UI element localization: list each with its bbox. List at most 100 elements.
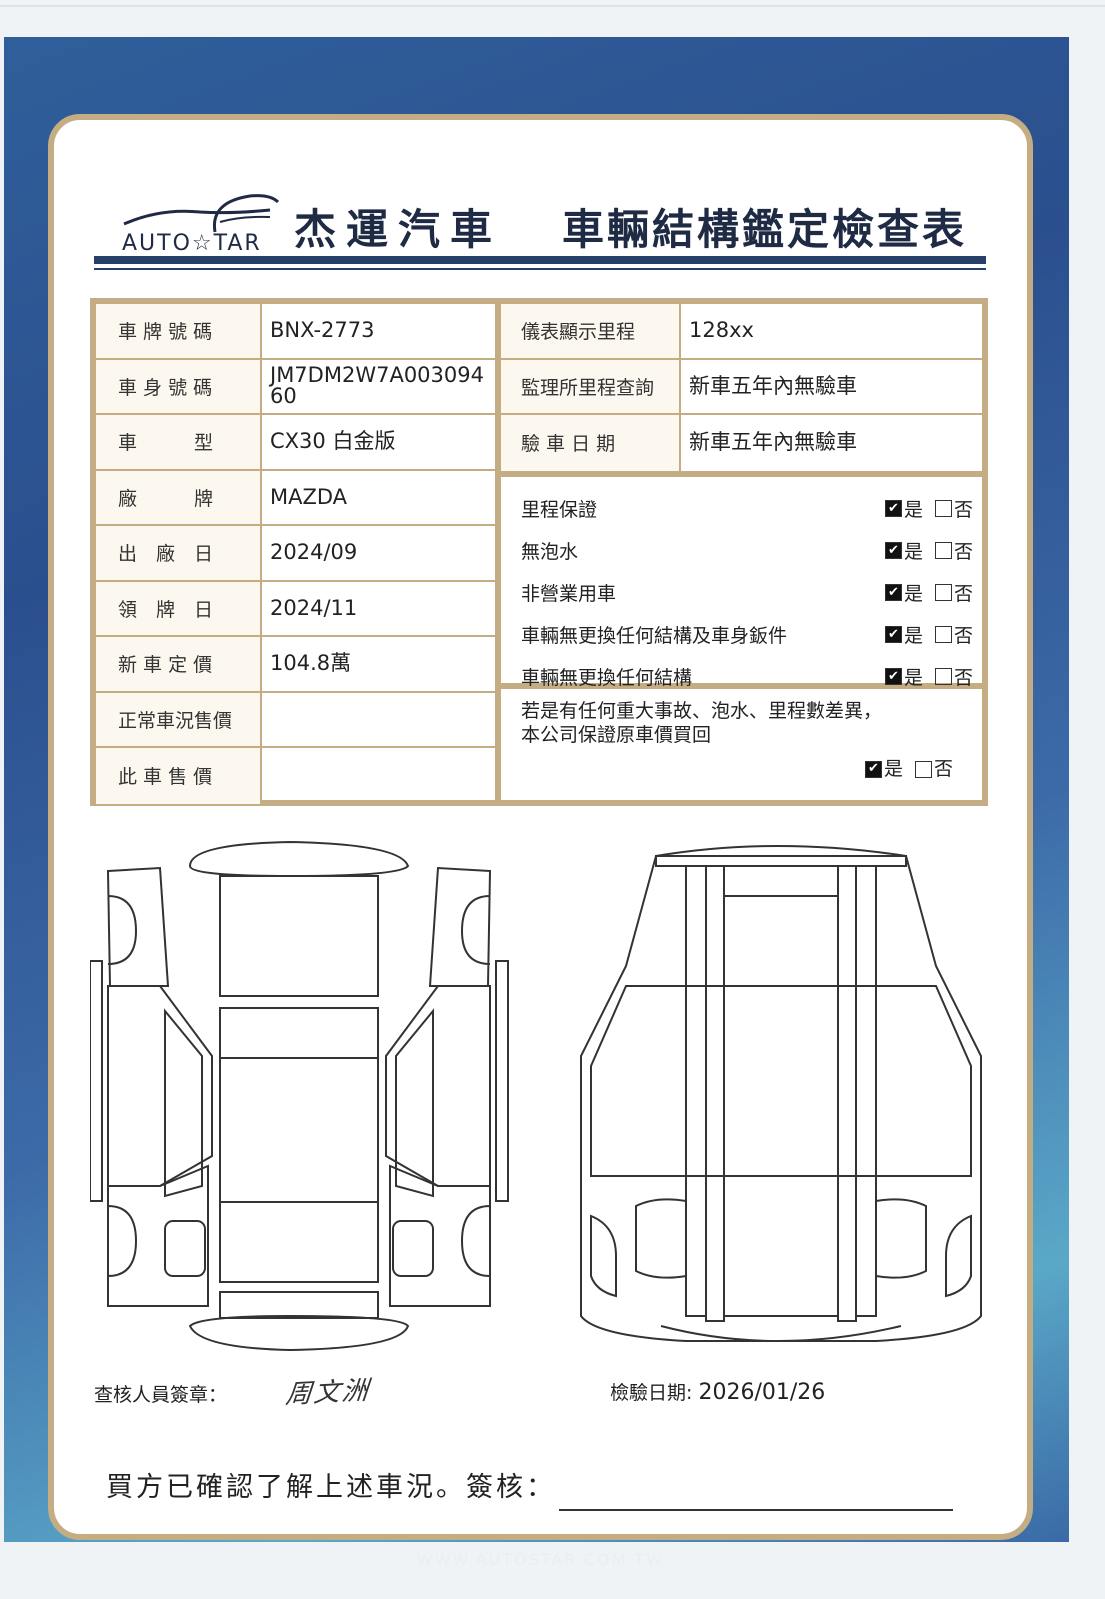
page-title: 車輛結構鑑定檢查表	[562, 205, 968, 254]
yes-label: 是	[904, 624, 924, 647]
header-rule	[94, 256, 986, 264]
table-row: 正常車況售價	[96, 692, 495, 748]
brand-name: 杰運汽車	[294, 205, 503, 254]
table-row: 車 型 CX30 白金版	[96, 415, 495, 471]
inspector-signature-label: 查核人員簽章：	[94, 1384, 228, 1406]
table-row: 新 車 定 價 104.8萬	[96, 637, 495, 693]
field-label: 領 牌 日	[96, 581, 262, 635]
table-row: 領 牌 日 2024/11	[96, 581, 495, 637]
field-label: 新 車 定 價	[96, 637, 262, 691]
car-frame-diagram	[580, 845, 982, 1342]
inspection-date-value: 2026/01/26	[698, 1380, 826, 1405]
table-row: 此 車 售 價	[96, 748, 495, 804]
checklist-label: 里程保證	[521, 498, 598, 521]
notice-yes-no: ✔是 否	[865, 757, 953, 781]
checklist-label: 車輛無更換任何結構及車身鈑件	[521, 624, 788, 647]
inspector-signature: 周文洲	[284, 1375, 372, 1411]
checklist: 里程保證✔是否無泡水✔是否非營業用車✔是否車輛無更換任何結構及車身鈑件✔是否車輛…	[501, 471, 982, 689]
buyback-notice: 若是有任何重大事故、泡水、里程數差異， 本公司保證原車價買回 ✔是 否	[501, 689, 982, 800]
no-checkbox[interactable]	[915, 760, 933, 778]
no-label: 否	[954, 498, 974, 521]
field-label: 廠 牌	[96, 470, 262, 524]
field-value: 新車五年內無驗車	[689, 373, 857, 398]
field-label: 車 身 號 碼	[96, 359, 262, 413]
yes-checkbox[interactable]: ✔	[885, 541, 902, 559]
inspection-date: 檢驗日期: 2026/01/26	[610, 1378, 825, 1405]
header-rule-thin	[94, 268, 986, 270]
footer-url[interactable]: WWW.AUTOSTAR.COM.TW	[416, 1550, 665, 1569]
checklist-item: 非營業用車 ✔是否	[521, 571, 982, 613]
checklist-label: 車輛無更換任何結構	[521, 666, 693, 689]
field-label: 監理所里程查詢	[501, 359, 681, 413]
yes-checkbox[interactable]: ✔	[885, 667, 902, 685]
no-checkbox[interactable]	[935, 667, 953, 685]
yes-checkbox[interactable]: ✔	[885, 625, 902, 643]
field-label: 車 型	[96, 415, 262, 469]
top-divider	[0, 5, 1105, 7]
yes-no-options: ✔是 否	[885, 663, 973, 690]
no-checkbox[interactable]	[935, 583, 953, 601]
table-row: 出 廠 日 2024/09	[96, 526, 495, 582]
checklist-item: 里程保證 ✔是 否	[521, 487, 982, 529]
yes-label: 是	[904, 498, 924, 521]
column-divider	[495, 304, 501, 800]
field-value: 2024/09	[270, 540, 358, 565]
no-label: 否	[954, 666, 974, 689]
no-label: 否	[954, 582, 974, 605]
checklist-label: 非營業用車	[521, 582, 617, 605]
no-label: 否	[954, 624, 974, 647]
car-body-exploded-diagram	[90, 840, 509, 1352]
yes-no-options: ✔是 否	[885, 621, 973, 648]
autostar-logo: AUTO☆TAR	[122, 194, 280, 252]
yes-checkbox[interactable]: ✔	[865, 760, 882, 778]
notice-line-1: 若是有任何重大事故、泡水、里程數差異，	[521, 700, 883, 722]
yes-label: 是	[904, 666, 924, 689]
yes-checkbox[interactable]: ✔	[885, 499, 902, 517]
no-label: 否	[934, 758, 954, 780]
buyer-signature-line[interactable]	[559, 1509, 953, 1511]
inspection-date-label: 檢驗日期:	[610, 1382, 693, 1404]
field-value: BNX-2773	[270, 318, 375, 343]
checklist-item: 車輛無更換任何結構 ✔是 否	[521, 655, 982, 697]
field-value: CX30 白金版	[270, 429, 396, 454]
field-value: 2024/11	[270, 595, 358, 620]
table-row: 車 牌 號 碼 BNX-2773	[96, 304, 495, 360]
yes-checkbox[interactable]: ✔	[885, 583, 902, 601]
no-checkbox[interactable]	[935, 499, 953, 517]
field-value: MAZDA	[270, 484, 348, 509]
table-row: 廠 牌 MAZDA	[96, 470, 495, 526]
yes-no-options: ✔是 否	[885, 537, 973, 564]
field-label: 驗 車 日 期	[501, 415, 681, 471]
no-checkbox[interactable]	[935, 541, 953, 559]
field-value: 新車五年內無驗車	[689, 430, 857, 455]
field-label: 車 牌 號 碼	[96, 304, 262, 358]
yes-no-options: ✔是否	[885, 579, 973, 606]
checklist-item: 車輛無更換任何結構及車身鈑件 ✔是 否	[521, 613, 982, 655]
field-value: 104.8萬	[270, 651, 352, 676]
field-label: 儀表顯示里程	[501, 304, 681, 358]
field-value	[262, 693, 495, 747]
field-label: 此 車 售 價	[96, 748, 262, 804]
field-label: 出 廠 日	[96, 526, 262, 580]
svg-text:AUTO☆TAR: AUTO☆TAR	[122, 231, 262, 252]
yes-label: 是	[884, 758, 904, 780]
field-value	[262, 748, 495, 804]
no-label: 否	[954, 540, 974, 563]
checklist-label: 無泡水	[521, 540, 579, 563]
notice-line-2: 本公司保證原車價買回	[521, 724, 712, 746]
no-checkbox[interactable]	[935, 625, 953, 643]
yes-label: 是	[904, 540, 924, 563]
field-value: JM7DM2W7A003094 60	[270, 363, 484, 409]
checklist-item: 無泡水 ✔是 否	[521, 529, 982, 571]
table-row: 驗 車 日 期新車五年內無驗車	[501, 415, 982, 471]
field-label: 正常車況售價	[96, 692, 262, 746]
table-row: 監理所里程查詢新車五年內無驗車	[501, 359, 982, 415]
buyer-confirmation: 買方已確認了解上述車況。簽核：	[106, 1472, 556, 1503]
